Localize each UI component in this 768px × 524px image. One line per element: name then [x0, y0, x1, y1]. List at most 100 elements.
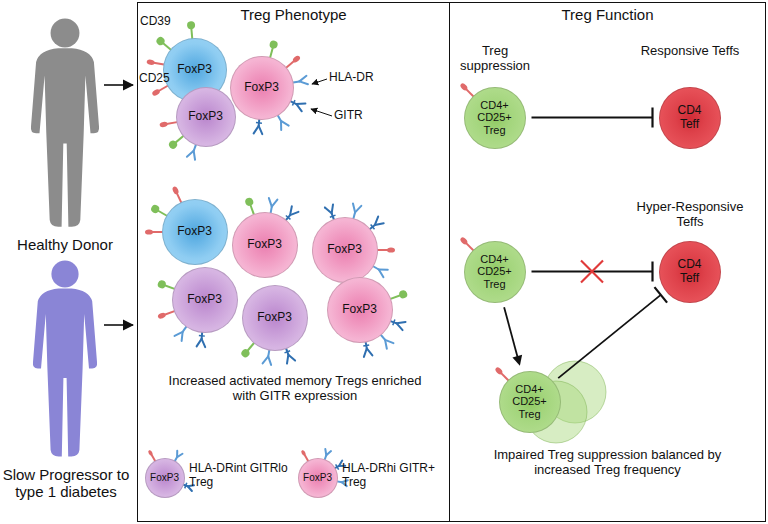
receptor — [281, 121, 289, 126]
receptor — [494, 366, 503, 375]
label: Slow Progressor to type 1 diabetes — [2, 466, 130, 501]
label: Hyper-Responsive Teffs — [625, 200, 755, 230]
receptor — [371, 225, 375, 230]
receptor — [355, 206, 361, 213]
treg-cell: CD4+ CD25+ Treg — [464, 87, 526, 149]
connector — [504, 307, 522, 366]
treg-cell: FoxP3 — [176, 87, 236, 147]
receptor — [197, 339, 202, 346]
treg-cell: CD4+ CD25+ Treg — [464, 241, 526, 303]
inhibit-bar — [651, 262, 653, 282]
receptor — [330, 215, 336, 217]
label: HLA-DRint GITRlo Treg — [189, 462, 289, 490]
receptor — [172, 186, 180, 195]
receptor — [175, 332, 183, 336]
cell-label: FoxP3 — [177, 63, 212, 76]
receptor — [300, 449, 306, 456]
label: Healthy Donor — [5, 236, 125, 253]
cell-label: CD4 Teff — [670, 104, 710, 130]
arrowhead — [512, 355, 522, 366]
progressor-arrow — [104, 324, 133, 326]
healthy-donor-figure — [31, 19, 99, 227]
phenotype-panel: Treg PhenotypeFoxP3FoxP3FoxP3FoxP3FoxP3F… — [137, 2, 450, 522]
receptor — [375, 223, 384, 225]
receptor — [268, 356, 271, 365]
connector — [532, 261, 653, 283]
receptor — [325, 207, 332, 213]
receptor — [299, 81, 308, 84]
treg-cell: FoxP3 — [242, 285, 308, 351]
receptor — [459, 82, 468, 91]
receptor — [292, 55, 301, 64]
receptor — [177, 454, 182, 457]
label: Treg suppression — [455, 44, 535, 74]
receptor — [288, 355, 295, 361]
receptor — [397, 322, 406, 323]
receptor — [259, 126, 263, 134]
receptor — [256, 122, 262, 124]
receptor — [263, 356, 269, 363]
treg-cell: CD4+ CD25+ Treg — [499, 371, 561, 433]
receptor — [157, 279, 167, 289]
receptor — [146, 59, 155, 66]
cell-label: FoxP3 — [188, 110, 223, 123]
receptor — [269, 198, 272, 207]
receptor — [299, 76, 306, 82]
receptor — [290, 212, 298, 215]
receptor — [155, 35, 166, 46]
label: CD39 — [140, 15, 180, 29]
receptor — [332, 204, 333, 213]
cell-label: FoxP3 — [247, 238, 282, 251]
cell-label: CD4+ CD25+ Treg — [475, 99, 515, 135]
label: Impaired Treg suppression balanced by in… — [470, 448, 745, 478]
receptor — [187, 151, 194, 157]
receptor — [393, 319, 395, 325]
receptor — [385, 340, 387, 349]
panel-title: Treg Phenotype — [138, 6, 449, 23]
treg-cell: FoxP3 — [312, 217, 378, 283]
receptor — [398, 289, 408, 299]
receptor — [199, 335, 205, 337]
receptor — [286, 215, 291, 219]
receptor — [363, 345, 369, 346]
receptor — [240, 348, 251, 359]
treg-cell: FoxP3 — [145, 458, 185, 498]
slow-progressor-figure — [33, 260, 97, 456]
connector — [532, 108, 653, 128]
connector-line — [504, 307, 518, 358]
receptor — [272, 200, 278, 207]
receptor — [157, 312, 166, 320]
receptor — [292, 100, 295, 105]
receptor — [202, 339, 206, 347]
receptor — [147, 449, 153, 456]
cell-label: FoxP3 — [327, 243, 362, 256]
inhibit-bar — [651, 108, 653, 128]
receptor — [397, 323, 403, 330]
receptor — [387, 247, 395, 252]
receptor — [296, 104, 301, 111]
receptor — [187, 21, 196, 30]
receptor — [364, 348, 367, 357]
label: CD25 — [139, 72, 179, 86]
label: Responsive Teffs — [640, 44, 740, 59]
panel-title: Treg Function — [450, 6, 765, 23]
treg-cell: FoxP3 — [162, 199, 228, 265]
treg-cell: FoxP3 — [327, 277, 393, 343]
cell-label: FoxP3 — [303, 472, 332, 483]
connector-line — [532, 117, 653, 119]
receptor — [459, 236, 468, 245]
cell-label: CD4+ CD25+ Treg — [475, 253, 515, 289]
cell-label: CD4 Teff — [670, 258, 710, 284]
cell-label: FoxP3 — [244, 81, 279, 94]
receptor — [244, 197, 254, 207]
treg-cell: FoxP3 — [298, 458, 338, 498]
treg-cell: FoxP3 — [172, 267, 238, 333]
receptor — [185, 483, 187, 489]
cell-label: FoxP3 — [150, 472, 179, 483]
treg-cell: FoxP3 — [232, 212, 298, 278]
function-panel: Treg FunctionCD4+ CD25+ TregCD4 TeffCD4+… — [449, 2, 766, 522]
receptor — [280, 121, 282, 130]
label: HLA-DRhi GITR+ Treg — [342, 462, 442, 490]
receptor — [269, 40, 279, 50]
